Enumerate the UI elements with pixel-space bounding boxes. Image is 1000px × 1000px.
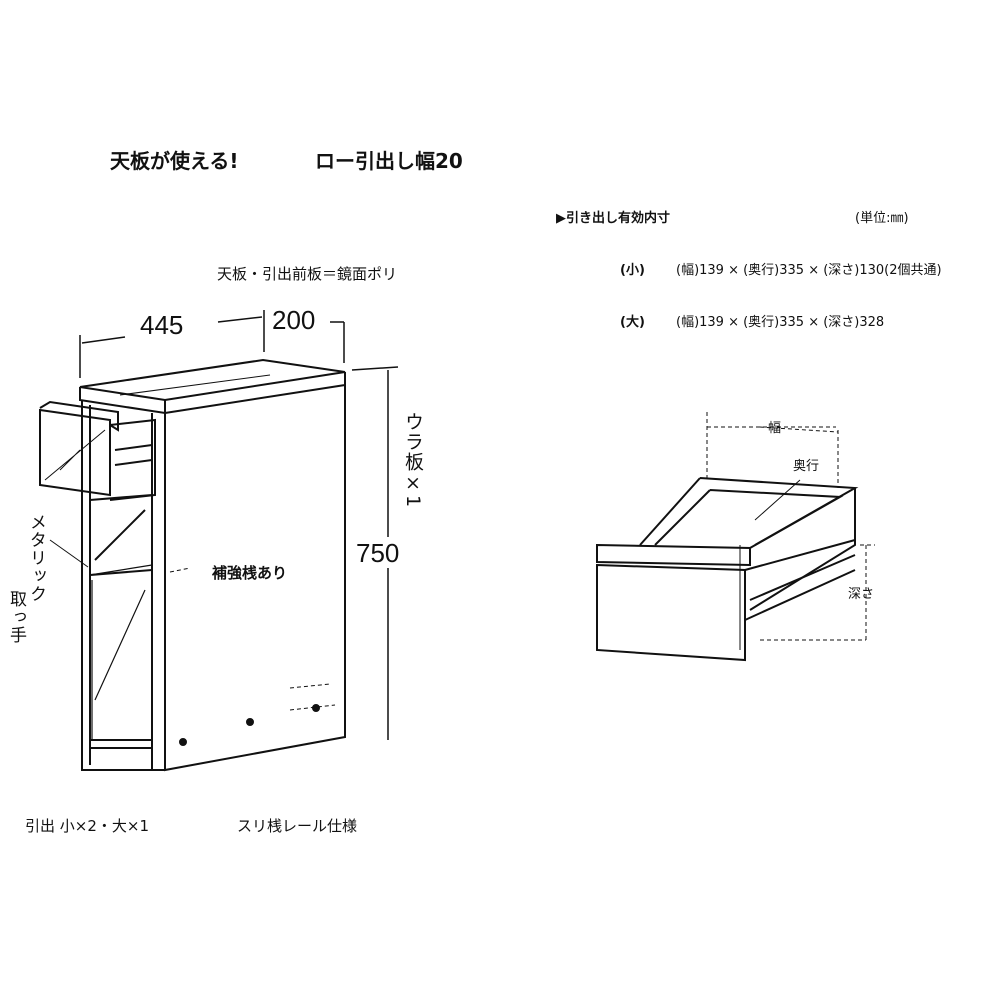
reinforcement-note: 補強桟あり [212,564,288,582]
back-panel-note: ウラ板×1 [402,412,424,509]
small-drawer-spec: (幅)139 × (奥行)335 × (深さ)130(2個共通) [676,263,942,278]
drawer-detail-drawing [596,412,875,662]
large-drawer-spec: (幅)139 × (奥行)335 × (深さ)328 [676,315,885,330]
height-dimension: 750 [356,538,400,568]
inner-dims-heading: ▶引き出し有効内寸 [556,211,670,226]
drawer-width-label: 幅 [768,421,782,436]
handle-note-line1: メタリック [26,513,46,603]
depth-dimension: 445 [140,310,184,340]
drawer-depth-label: 奥行 [793,459,820,474]
material-note: 天板・引出前板＝鏡面ポリ [217,265,398,283]
drawer-count-note: 引出 小×2・大×1 [25,817,149,835]
large-drawer-size: (大) [620,315,645,330]
width-dimension: 200 [272,305,316,335]
cabinet-drawing [39,310,399,772]
unit-label: (単位:㎜) [855,211,909,226]
handle-note-line2: 取っ手 [6,590,26,644]
small-drawer-size: (小) [620,263,645,278]
rail-note: スリ桟レール仕様 [237,817,358,835]
title-sub: ロー引出し幅20 [315,149,463,173]
title-main: 天板が使える! [110,149,239,173]
drawer-height-label: 深さ [848,587,875,602]
